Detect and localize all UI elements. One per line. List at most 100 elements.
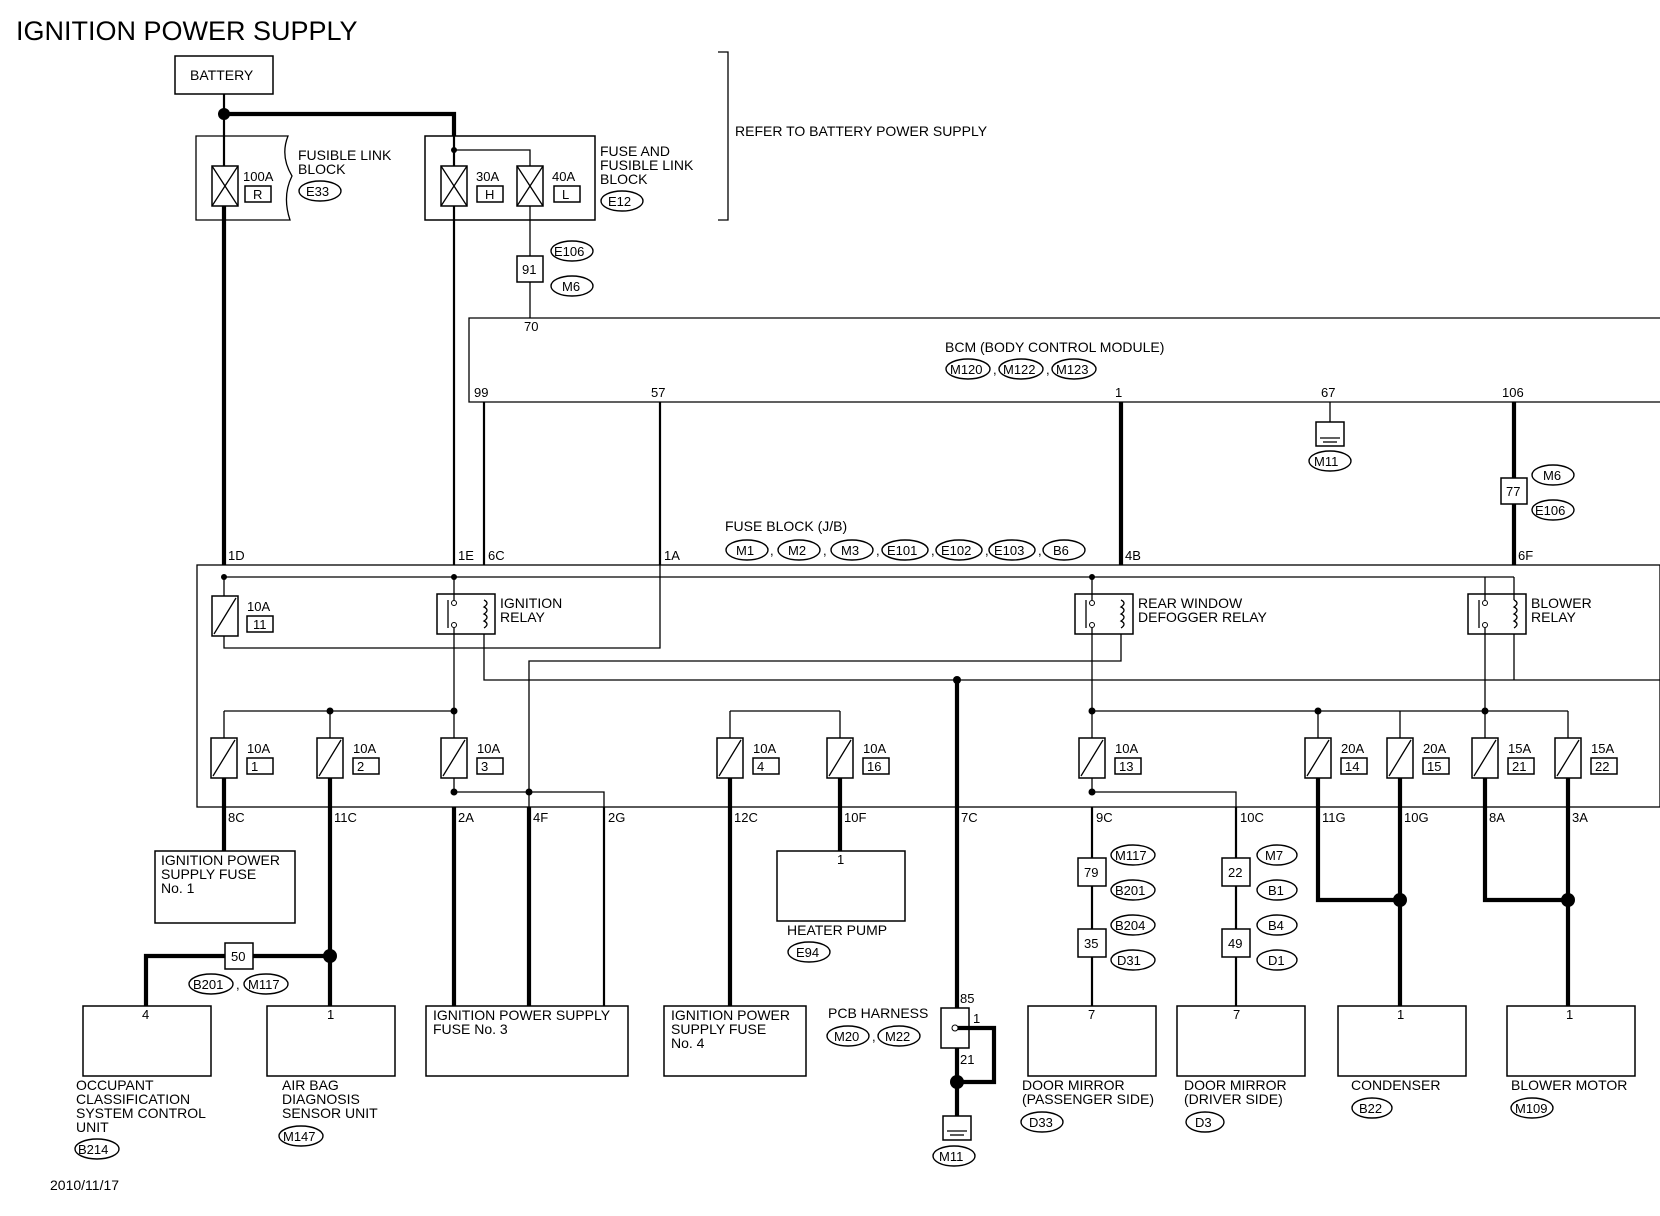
battery-box	[174, 55, 274, 95]
ign-fuse3-l1: IGNITION POWER SUPPLY	[433, 1007, 611, 1023]
conn-d1: D1	[1268, 953, 1285, 968]
fusible-link-block	[195, 135, 293, 221]
fuse-16-rating: 10A	[863, 741, 886, 756]
conn-d1-oval	[1256, 949, 1298, 971]
conn-e106-blower: E106	[1535, 503, 1565, 518]
fuse-22-id: 22	[1595, 759, 1609, 774]
svg-text:,: ,	[1046, 362, 1050, 377]
fusible-link-label2: BLOCK	[298, 161, 346, 177]
fuse-30a-rating: 30A	[476, 169, 499, 184]
conn-e12-oval	[600, 190, 644, 212]
bcm-pin-67: 67	[1321, 385, 1335, 400]
conn-m11-ground: M11	[939, 1149, 963, 1164]
svg-text:,: ,	[993, 362, 997, 377]
svg-text:,: ,	[931, 543, 935, 558]
fuse-1-id: 1	[251, 759, 258, 774]
refer-bracket	[718, 51, 729, 221]
conn-e33-oval	[298, 180, 342, 202]
heater-pump-box	[776, 850, 906, 922]
door-pass-l2: (PASSENGER SIDE)	[1022, 1091, 1154, 1107]
ign-fuse4-box	[663, 1005, 807, 1077]
heater-label: HEATER PUMP	[787, 922, 887, 938]
jb-pin-12c: 12C	[734, 810, 758, 825]
fuse-40a-id-box	[553, 185, 581, 203]
harness-50-pin: 50	[231, 949, 245, 964]
fuse-2-id: 2	[357, 759, 364, 774]
conn-b204: B204	[1115, 918, 1145, 933]
svg-text:,: ,	[876, 543, 880, 558]
svg-text:,: ,	[872, 1029, 876, 1044]
fuse-100a-id-box	[244, 185, 272, 203]
door-pass-pin: 7	[1088, 1007, 1095, 1022]
occupant-l2: CLASSIFICATION	[76, 1091, 190, 1107]
conn-b1: B1	[1268, 883, 1284, 898]
jb-pin-2a: 2A	[458, 810, 474, 825]
conn-d31: D31	[1117, 953, 1141, 968]
conn-m11-bcm: M11	[1314, 454, 1338, 469]
conn-m123-oval	[1051, 358, 1097, 380]
conn-m20-oval	[826, 1025, 870, 1047]
airbag-l1: AIR BAG	[282, 1077, 339, 1093]
conn-e106-top-oval	[550, 240, 594, 262]
conn-m6-blower-oval	[1531, 464, 1575, 486]
pcb-label: PCB HARNESS	[828, 1005, 928, 1021]
conn-e106-blower-oval	[1531, 499, 1575, 521]
conn-e94-oval	[787, 941, 831, 963]
conn-m20: M20	[834, 1029, 859, 1044]
jb-pin-7c: 7C	[961, 810, 978, 825]
jb-pin-1a: 1A	[664, 548, 680, 563]
fuse-fusible-label2: FUSIBLE LINK	[600, 157, 694, 173]
ign-fuse4-l2: SUPPLY FUSE	[671, 1021, 766, 1037]
airbag-l3: SENSOR UNIT	[282, 1105, 378, 1121]
fuse-4-id: 4	[757, 759, 764, 774]
conn-b22-oval	[1351, 1097, 1393, 1119]
heater-pin: 1	[837, 852, 844, 867]
rear-relay-label1: REAR WINDOW	[1138, 595, 1243, 611]
jb-pin-8a: 8A	[1489, 810, 1505, 825]
fuse-fusible-label3: BLOCK	[600, 171, 648, 187]
jb-pin-2g: 2G	[608, 810, 625, 825]
conn-m122: M122	[1003, 362, 1036, 377]
conn-m147-oval	[278, 1125, 324, 1147]
door-drv-pin: 7	[1233, 1007, 1240, 1022]
ign-fuse3-l2: FUSE No. 3	[433, 1021, 508, 1037]
rear-defogger-relay	[1074, 593, 1134, 635]
svg-text:,: ,	[770, 543, 774, 558]
door-mirror-pass-box	[1027, 1005, 1157, 1077]
ignition-relay-label1: IGNITION	[500, 595, 562, 611]
bcm-pin-70: 70	[524, 319, 538, 334]
ignition-relay-label2: RELAY	[500, 609, 546, 625]
condenser-box	[1337, 1005, 1467, 1077]
door-drv-l1: DOOR MIRROR	[1184, 1077, 1287, 1093]
conn-m120-oval	[945, 358, 991, 380]
fuse-block-box	[196, 564, 1660, 808]
jb-pin-11g: 11G	[1322, 810, 1346, 825]
fuse-100a-rating: 100A	[243, 169, 274, 184]
conn-m7: M7	[1265, 848, 1283, 863]
conn-m11-ground-oval	[932, 1145, 976, 1167]
jb-pin-1d: 1D	[228, 548, 245, 563]
fuse-1-rating: 10A	[247, 741, 270, 756]
conn-m6-blower: M6	[1543, 468, 1561, 483]
bcm-box	[468, 317, 1660, 403]
conn-m2: M2	[788, 543, 806, 558]
airbag-l2: DIAGNOSIS	[282, 1091, 360, 1107]
conn-b204-oval	[1110, 914, 1156, 936]
blower-motor-pin: 1	[1566, 1007, 1573, 1022]
conn-m117-oval	[243, 973, 289, 995]
conn-m7-oval	[1256, 844, 1298, 866]
jb-pin-10c: 10C	[1240, 810, 1264, 825]
ground-7c-box	[942, 1115, 972, 1141]
conn-m122-oval	[998, 358, 1044, 380]
ign-fuse4-l3: No. 4	[671, 1035, 705, 1051]
fusible-link-label1: FUSIBLE LINK	[298, 147, 392, 163]
rear-relay-label2: DEFOGGER RELAY	[1138, 609, 1268, 625]
occupant-unit-box	[82, 1005, 212, 1077]
jb-pin-10f: 10F	[844, 810, 866, 825]
conn-m1: M1	[736, 543, 754, 558]
battery-label: BATTERY	[190, 67, 254, 83]
